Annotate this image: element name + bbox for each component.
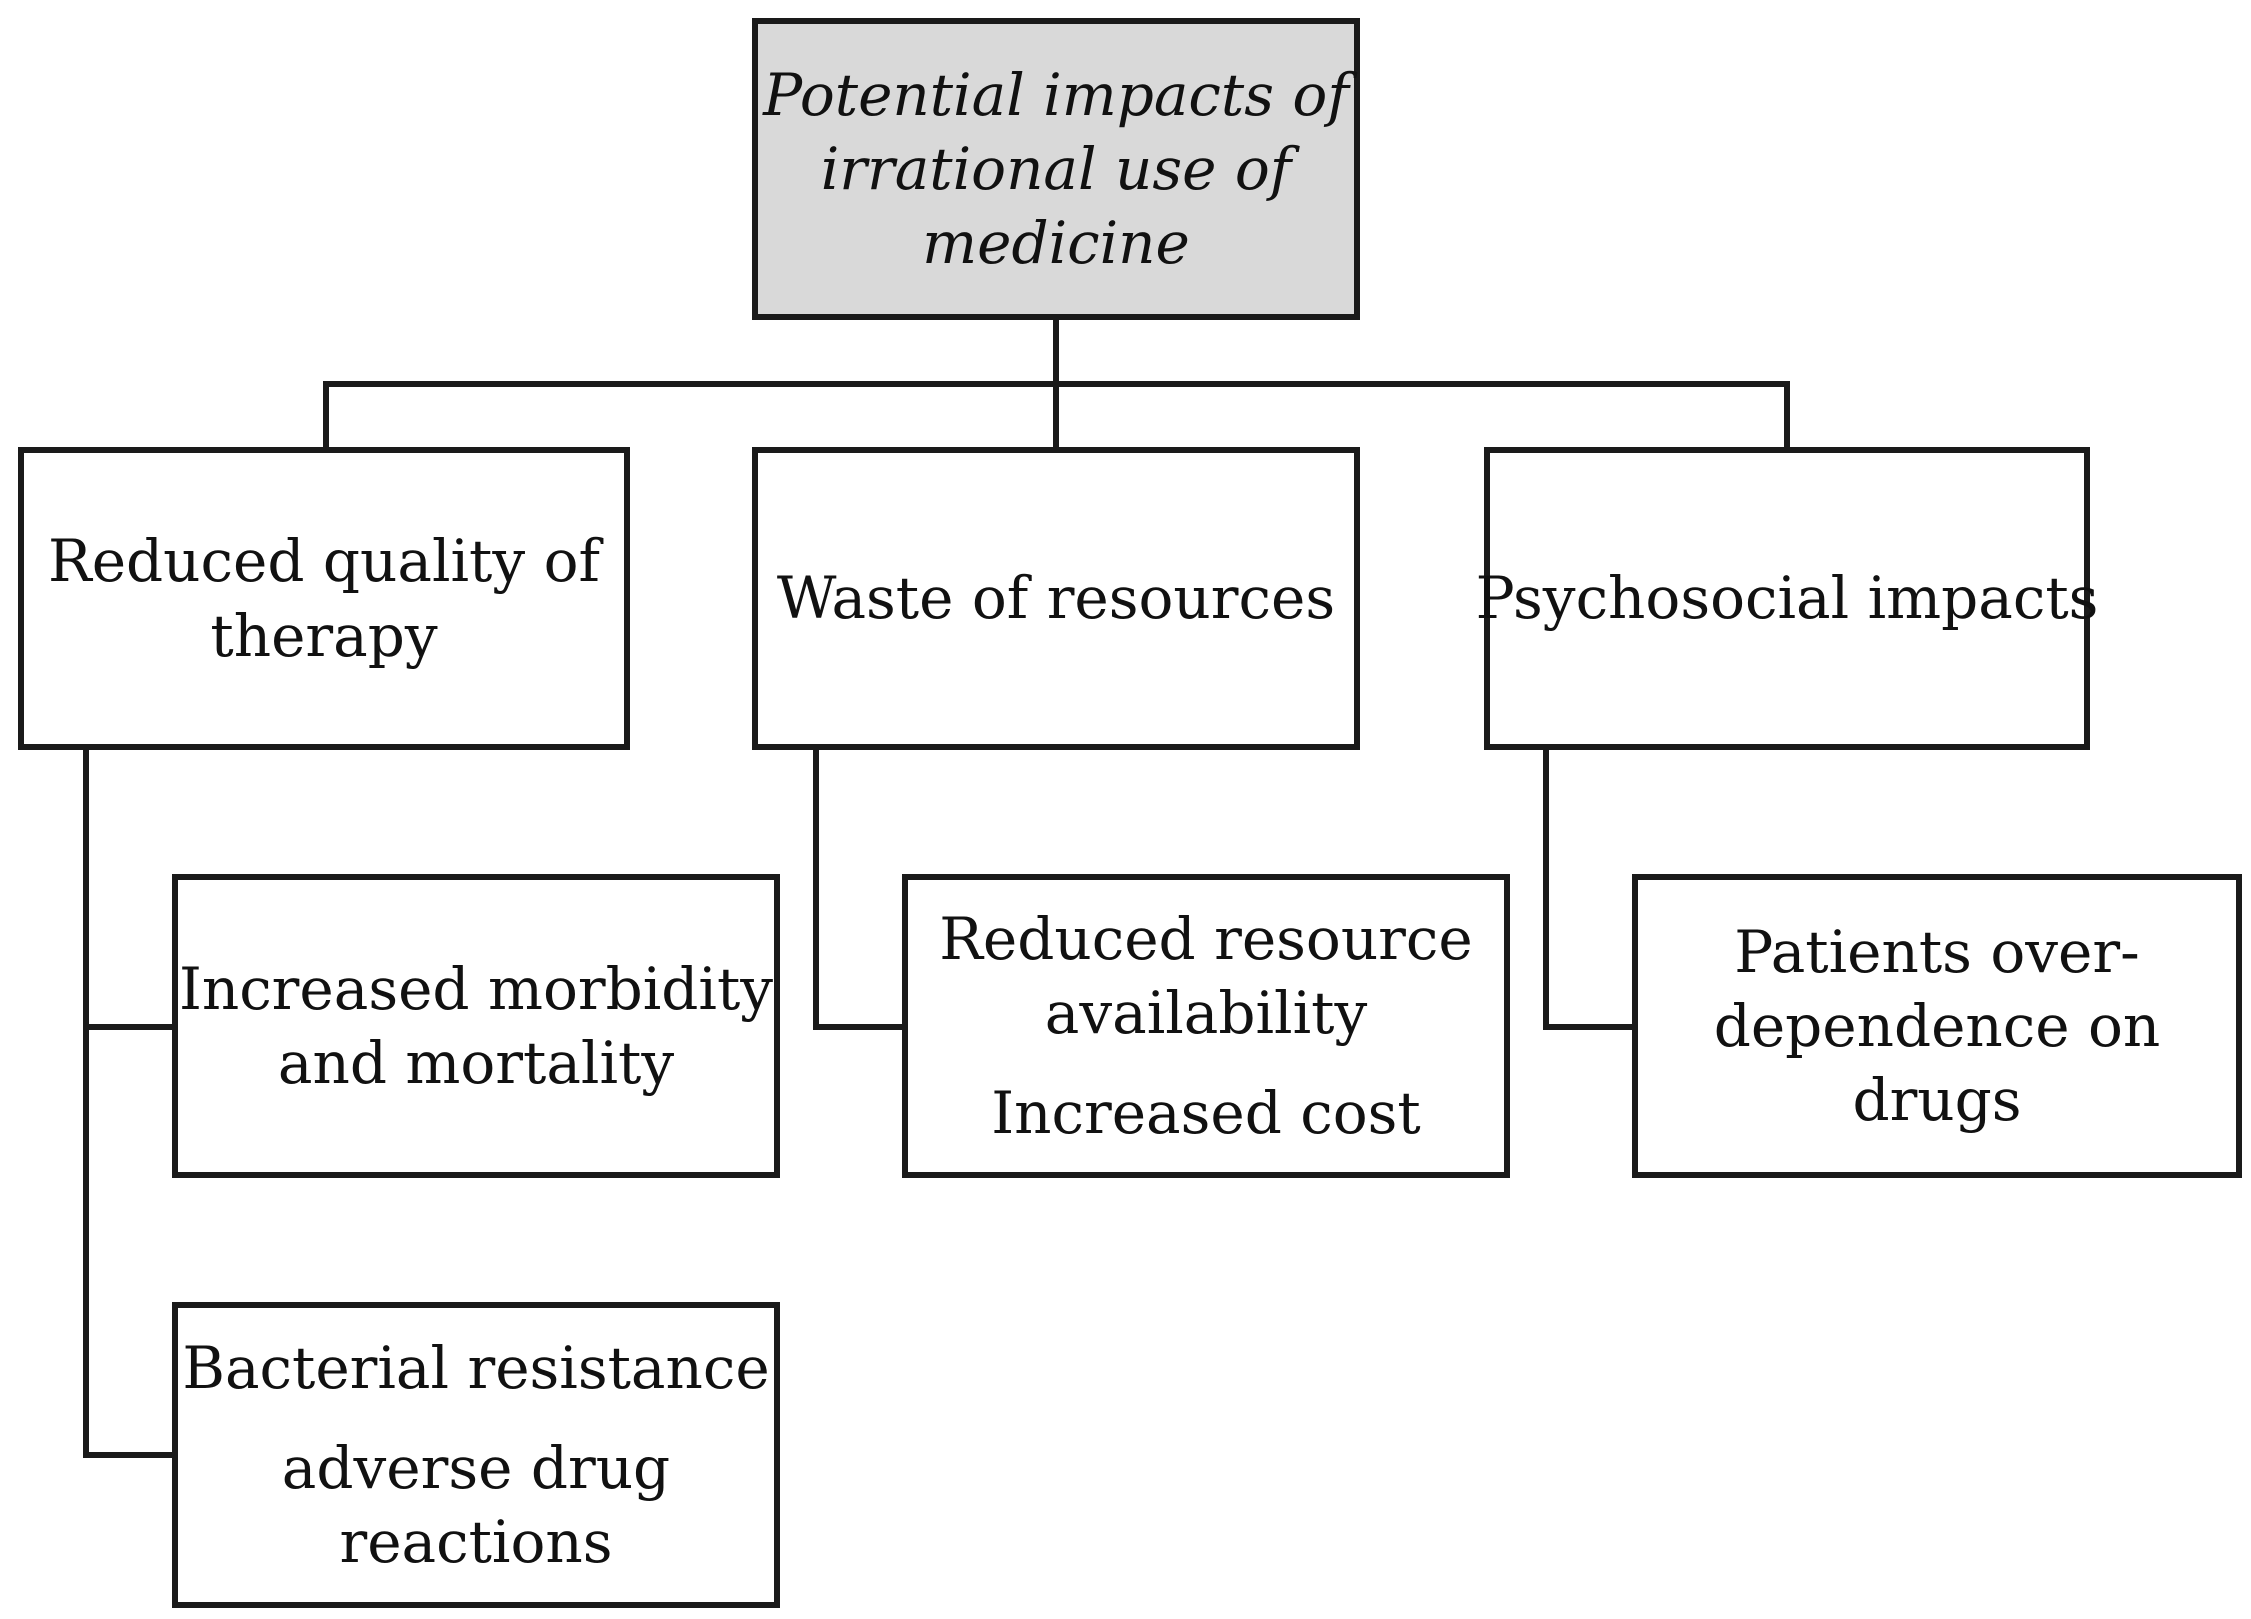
child-node-dependence: Patients over- dependence on drugs (1632, 874, 2242, 1178)
category-node-line: Psychosocial impacts (1475, 564, 2099, 633)
root-node-line-2: irrational use of (820, 134, 1292, 203)
category-node-line: Waste of resources (776, 564, 1336, 633)
child-node-morbidity: Increased morbidity and mortality (172, 874, 780, 1178)
child-node-line: availability (1044, 978, 1368, 1047)
root-node-line-1: Potential impacts of (763, 60, 1349, 129)
category-node-quality: Reduced quality of therapy (18, 447, 630, 750)
child-node-line: Reduced resource (939, 904, 1473, 973)
child-node-line: Increased cost (991, 1079, 1421, 1148)
category-node-line: Reduced quality of (48, 527, 600, 596)
child-node-line: reactions (339, 1508, 613, 1577)
root-node: Potential impacts of irrational use of m… (752, 18, 1360, 320)
child-node-line: dependence on (1713, 991, 2161, 1060)
category-node-waste: Waste of resources (752, 447, 1360, 750)
child-node-line: Patients over- (1734, 917, 2140, 986)
category-node-line: therapy (210, 601, 438, 670)
child-node-line: Increased morbidity (178, 954, 774, 1023)
root-node-line-3: medicine (922, 209, 1190, 278)
child-node-line: Bacterial resistance (182, 1333, 770, 1402)
child-node-line: and mortality (277, 1029, 675, 1097)
child-node-resistance: Bacterial resistance adverse drug reacti… (172, 1302, 780, 1608)
child-node-resource: Reduced resource availability Increased … (902, 874, 1510, 1178)
child-node-line: drugs (1852, 1066, 2022, 1135)
category-node-psychosocial: Psychosocial impacts (1476, 447, 2098, 750)
child-node-line: adverse drug (281, 1433, 671, 1502)
